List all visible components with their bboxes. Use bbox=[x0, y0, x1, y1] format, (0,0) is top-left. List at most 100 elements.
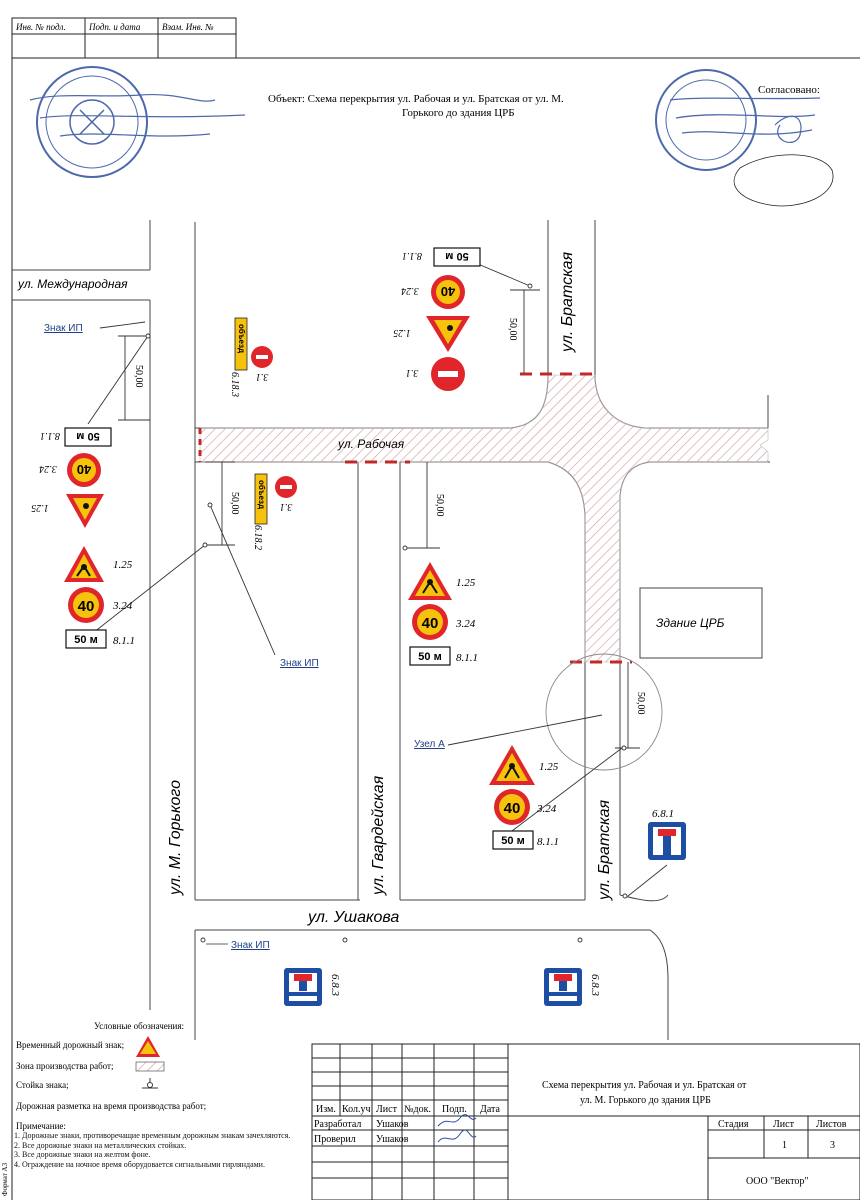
tb-sheets-hdr: Листов bbox=[816, 1119, 847, 1130]
tb-col-list: Лист bbox=[376, 1104, 398, 1115]
code-6183: 6.18.3 bbox=[229, 372, 240, 397]
code-125-2: 1.25 bbox=[113, 559, 133, 571]
building-crb-label: Здание ЦРБ bbox=[656, 616, 725, 630]
code-324-4: 3.24 bbox=[455, 618, 476, 630]
stamp-cell-3: Взам. Инв. № bbox=[162, 22, 214, 32]
sign-group-gorkogo-south: объезд 6.18.2 3.1 bbox=[252, 473, 297, 550]
sign-detour-2: объезд bbox=[257, 480, 266, 509]
tb-col-koluch: Кол.уч bbox=[342, 1104, 371, 1115]
code-125-3: 1.25 bbox=[393, 327, 411, 338]
code-683-a: 6.8.3 bbox=[329, 974, 341, 997]
node-a-circle bbox=[545, 653, 663, 771]
code-31-2: 3.1 bbox=[280, 501, 294, 512]
street-gorkogo: ул. М. Горького bbox=[167, 780, 184, 896]
legend-item-1: Временный дорожный знак; bbox=[16, 1040, 124, 1050]
leader-lines bbox=[83, 263, 668, 897]
tb-sheets-val: 3 bbox=[830, 1140, 835, 1151]
approved-label: Согласовано: bbox=[758, 84, 820, 96]
tb-heading-2: ул. М. Горького до здания ЦРБ bbox=[580, 1095, 711, 1106]
tb-signatures bbox=[437, 1114, 477, 1143]
sign-distance-3: 50 м bbox=[445, 250, 468, 262]
dim-label-2: 50,00 bbox=[229, 492, 240, 515]
sign-group-left-lower: 1.25 40 3.24 50 м 8.1.1 bbox=[64, 546, 135, 649]
code-125-4: 1.25 bbox=[456, 577, 476, 589]
note-1: 1. Дорожные знаки, противоречащие времен… bbox=[14, 1131, 291, 1140]
street-gvardeyskaya: ул. Гвардейская bbox=[370, 775, 387, 896]
right-seal-stamp bbox=[655, 69, 821, 171]
street-bratskaya-north: ул. Братская bbox=[559, 251, 576, 353]
tb-row2-name: Ушаков bbox=[376, 1134, 409, 1145]
left-seal-stamp bbox=[29, 66, 246, 178]
legend-title: Условные обозначения: bbox=[94, 1021, 184, 1031]
tb-company: ООО "Вектор" bbox=[746, 1176, 808, 1187]
tb-col-data: Дата bbox=[480, 1104, 500, 1115]
code-324-3: 3.24 bbox=[401, 285, 420, 296]
street-ushakova: ул. Ушакова bbox=[307, 909, 399, 926]
dim-label-4: 50,00 bbox=[507, 318, 518, 341]
label-znak-ip-1: Знак ИП bbox=[44, 323, 83, 334]
header-stamp-table: Инв. № подл. Подп. и дата Взам. Инв. № bbox=[11, 17, 237, 59]
legend-item-4: Дорожная разметка на время производства … bbox=[16, 1101, 206, 1111]
code-811-3: 8.1.1 bbox=[402, 250, 422, 261]
tb-col-podp: Подп. bbox=[442, 1104, 467, 1115]
note-3: 3. Все дорожные знаки на желтом фоне. bbox=[14, 1150, 151, 1159]
sign-distance-1 bbox=[64, 427, 112, 447]
work-zone-hatched bbox=[199, 374, 769, 663]
code-811-2: 8.1.1 bbox=[113, 635, 135, 647]
note-2: 2. Все дорожные знаки на металлических с… bbox=[14, 1140, 187, 1150]
street-rabochaya: ул. Рабочая bbox=[337, 437, 405, 451]
sign-posts bbox=[145, 283, 628, 943]
code-324-5: 3.24 bbox=[536, 803, 557, 815]
tb-sheet-val: 1 bbox=[782, 1140, 787, 1151]
legend-item-2: Зона производства работ; bbox=[16, 1061, 113, 1071]
stamp-cell-1: Инв. № подл. bbox=[15, 22, 66, 32]
code-811-5: 8.1.1 bbox=[537, 836, 559, 848]
tb-sheet-hdr: Лист bbox=[773, 1119, 795, 1130]
code-324-1: 3.24 bbox=[39, 463, 58, 474]
tb-stage-hdr: Стадия bbox=[718, 1119, 749, 1130]
sign-group-gvardeyskaya: 1.25 40 3.24 50 м 8.1.1 bbox=[408, 562, 478, 666]
sign-group-uzel-a: 1.25 40 3.24 50 м 8.1.1 bbox=[489, 745, 559, 850]
label-uzel-a: Узел А bbox=[414, 739, 445, 750]
dim-label-1: 50,00 bbox=[133, 365, 144, 388]
label-znak-ip-2: Знак ИП bbox=[280, 658, 319, 669]
tb-row1-role: Разработал bbox=[314, 1119, 361, 1130]
street-mezhdunarodnaya: ул. Международная bbox=[17, 277, 128, 291]
dim-label-3: 50,00 bbox=[434, 494, 445, 517]
dimension-lines bbox=[118, 289, 640, 749]
code-681: 6.8.1 bbox=[652, 808, 674, 820]
code-125-5: 1.25 bbox=[539, 761, 559, 773]
tb-row1-name: Ушаков bbox=[376, 1119, 409, 1130]
sign-group-gorkogo-north: объезд 6.18.3 3.1 bbox=[229, 317, 273, 397]
legend: Условные обозначения: Временный дорожный… bbox=[1, 1021, 291, 1196]
sign-detour-1: объезд bbox=[237, 324, 246, 353]
sign-deadend-683-b: 6.8.3 bbox=[544, 968, 601, 1006]
code-6182: 6.18.2 bbox=[252, 525, 263, 550]
sign-distance-2: 50 м bbox=[74, 634, 97, 646]
dim-label-5: 50,00 bbox=[635, 692, 646, 715]
sign-speed-1: 40 bbox=[77, 462, 91, 477]
code-811-4: 8.1.1 bbox=[456, 652, 478, 664]
sign-distance-1-text: 50 м bbox=[76, 430, 99, 442]
tb-col-ndok: №док. bbox=[404, 1104, 431, 1115]
notes-title: Примечание: bbox=[16, 1121, 66, 1131]
sign-speed-4: 40 bbox=[422, 615, 439, 632]
code-683-b: 6.8.3 bbox=[589, 974, 601, 997]
sign-speed-5: 40 bbox=[504, 800, 521, 817]
stamp-cell-2: Подп. и дата bbox=[88, 22, 141, 32]
signature-loop bbox=[733, 154, 834, 207]
code-31-1: 3.1 bbox=[256, 371, 270, 382]
tb-col-izm: Изм. bbox=[316, 1104, 336, 1115]
sign-speed-2: 40 bbox=[78, 598, 95, 615]
sign-deadend-683-a: 6.8.3 bbox=[284, 968, 341, 1006]
label-znak-ip-3: Знак ИП bbox=[231, 940, 270, 951]
code-125-1: 1.25 bbox=[31, 502, 49, 513]
sign-group-bratskaya-north: 50 м 8.1.1 40 3.24 1.25 3.1 bbox=[393, 247, 481, 391]
note-4: 4. Ограждение на ночное время оборудовае… bbox=[14, 1159, 265, 1169]
street-bratskaya-south: ул. Братская bbox=[596, 799, 613, 901]
sign-distance-5: 50 м bbox=[501, 835, 524, 847]
sign-speed-3: 40 bbox=[441, 284, 455, 299]
legend-item-3: Стойка знака; bbox=[16, 1080, 69, 1090]
